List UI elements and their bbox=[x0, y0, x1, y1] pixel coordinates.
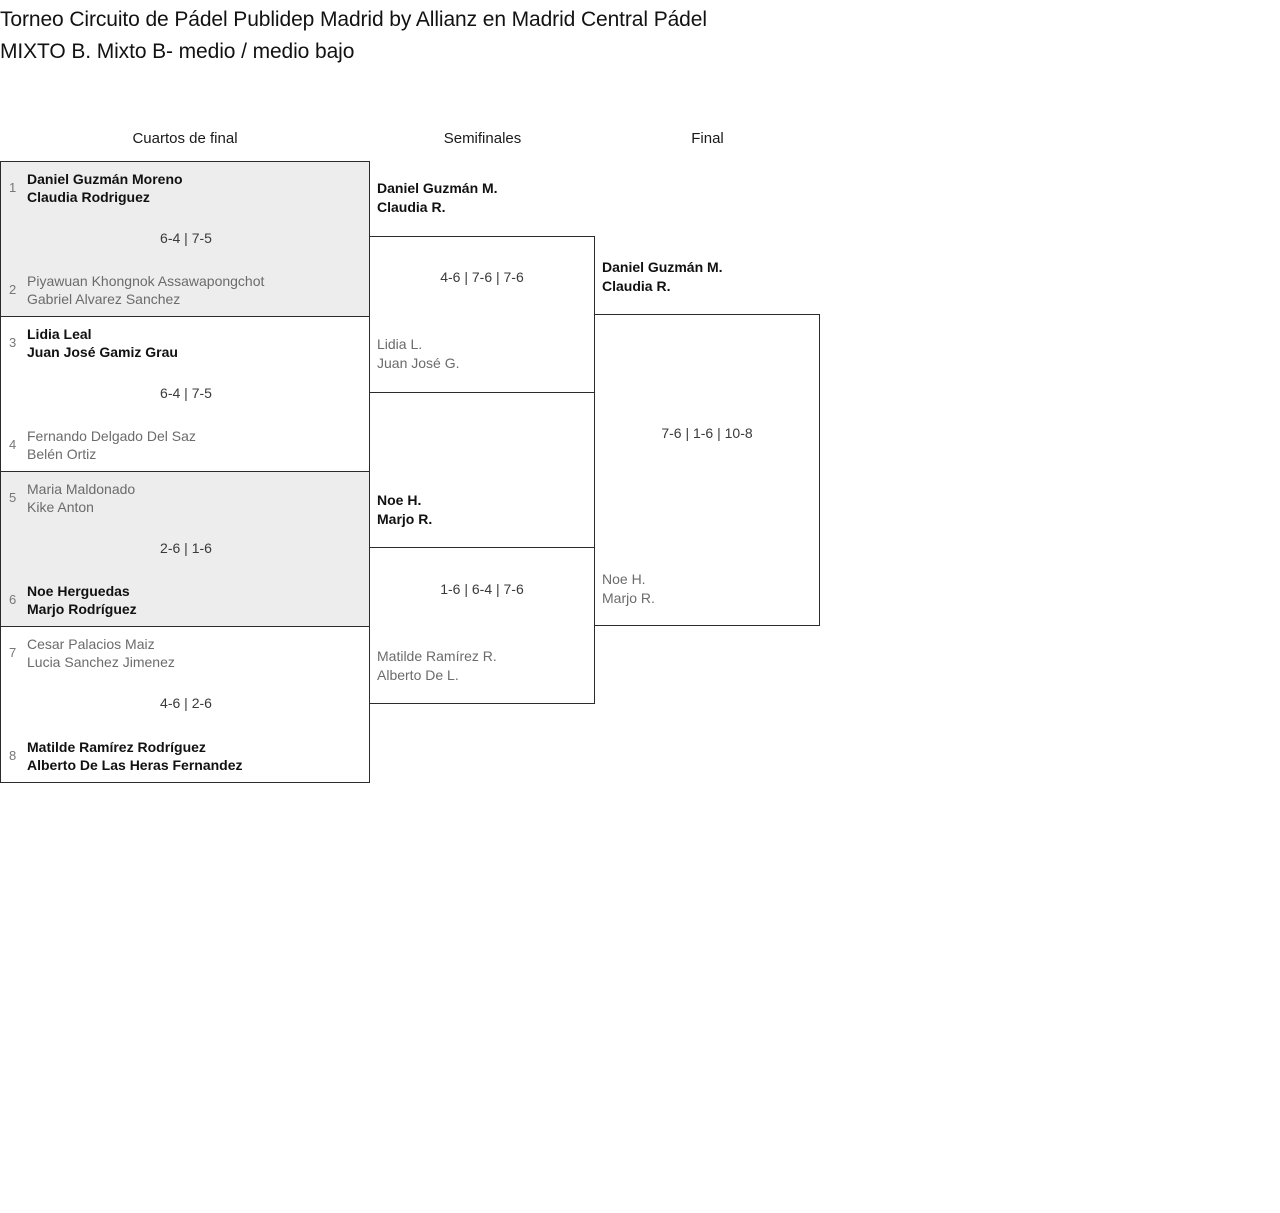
tournament-title: Torneo Circuito de Pádel Publidep Madrid… bbox=[0, 8, 707, 31]
final-team-bottom[interactable]: Noe H. Marjo R. bbox=[602, 570, 655, 608]
match-score: 4-6 | 2-6 bbox=[160, 695, 212, 711]
player-name-2: Marjo R. bbox=[602, 590, 655, 606]
quarterfinal-match-1[interactable]: 1 Daniel Guzmán Moreno Claudia Rodriguez… bbox=[0, 161, 370, 316]
player-name-2: Alberto De Las Heras Fernandez bbox=[27, 757, 243, 773]
player-name-2: Juan José Gamiz Grau bbox=[27, 344, 178, 360]
round-header-semifinales: Semifinales bbox=[443, 130, 522, 147]
quarterfinal-match-4[interactable]: 7 Cesar Palacios Maiz Lucia Sanchez Jime… bbox=[0, 626, 370, 783]
match-score: 6-4 | 7-5 bbox=[160, 230, 212, 246]
round-headers: Cuartos de final Semifinales Final bbox=[0, 126, 900, 152]
player-name-2: Juan José G. bbox=[377, 355, 460, 371]
semifinal-2-team-bottom[interactable]: Matilde Ramírez R. Alberto De L. bbox=[377, 647, 497, 685]
seed-number: 5 bbox=[9, 490, 17, 505]
player-name-2: Belén Ortiz bbox=[27, 446, 97, 462]
player-name-1: Lidia L. bbox=[377, 336, 423, 352]
player-name-1: Daniel Guzmán Moreno bbox=[27, 171, 183, 187]
player-name-2: Kike Anton bbox=[27, 499, 94, 515]
semifinal-2-team-top[interactable]: Noe H. Marjo R. bbox=[377, 491, 432, 529]
player-name-1: Daniel Guzmán M. bbox=[377, 180, 498, 196]
seed-number: 4 bbox=[9, 437, 17, 452]
player-name-2: Gabriel Alvarez Sanchez bbox=[27, 291, 181, 307]
team-names: Daniel Guzmán Moreno Claudia Rodriguez bbox=[27, 170, 183, 206]
player-name-1: Noe Herguedas bbox=[27, 583, 130, 599]
player-name-2: Claudia R. bbox=[377, 199, 446, 215]
seed-number: 7 bbox=[9, 645, 17, 660]
match-team-top[interactable]: 5 Maria Maldonado Kike Anton bbox=[1, 480, 135, 516]
match-team-bottom[interactable]: 8 Matilde Ramírez Rodríguez Alberto De L… bbox=[1, 738, 243, 774]
player-name-1: Cesar Palacios Maiz bbox=[27, 636, 155, 652]
team-names: Maria Maldonado Kike Anton bbox=[27, 480, 135, 516]
player-name-1: Noe H. bbox=[602, 571, 646, 587]
semifinal-match-1[interactable] bbox=[369, 236, 595, 393]
tournament-bracket: 1 Daniel Guzmán Moreno Claudia Rodriguez… bbox=[0, 161, 830, 791]
final-score: 7-6 | 1-6 | 10-8 bbox=[661, 425, 753, 441]
player-name-1: Noe H. bbox=[377, 492, 422, 508]
team-names: Matilde Ramírez Rodríguez Alberto De Las… bbox=[27, 738, 243, 774]
player-name-1: Piyawuan Khongnok Assawapongchot bbox=[27, 273, 265, 289]
semifinal-match-2[interactable] bbox=[369, 547, 595, 704]
player-name-2: Marjo Rodríguez bbox=[27, 601, 137, 617]
round-header-cuartos: Cuartos de final bbox=[132, 130, 238, 147]
match-team-bottom[interactable]: 2 Piyawuan Khongnok Assawapongchot Gabri… bbox=[1, 272, 264, 308]
team-names: Cesar Palacios Maiz Lucia Sanchez Jimene… bbox=[27, 635, 175, 671]
match-team-top[interactable]: 3 Lidia Leal Juan José Gamiz Grau bbox=[1, 325, 178, 361]
player-name-2: Claudia R. bbox=[602, 278, 671, 294]
round-header-final: Final bbox=[691, 130, 724, 147]
team-names: Piyawuan Khongnok Assawapongchot Gabriel… bbox=[27, 272, 264, 308]
player-name-1: Fernando Delgado Del Saz bbox=[27, 428, 196, 444]
seed-number: 6 bbox=[9, 592, 17, 607]
player-name-2: Marjo R. bbox=[377, 511, 433, 527]
semifinal-1-team-bottom[interactable]: Lidia L. Juan José G. bbox=[377, 335, 460, 373]
seed-number: 8 bbox=[9, 748, 17, 763]
page-title-block: Torneo Circuito de Pádel Publidep Madrid… bbox=[0, 4, 860, 68]
final-match[interactable] bbox=[594, 314, 820, 626]
match-team-bottom[interactable]: 6 Noe Herguedas Marjo Rodríguez bbox=[1, 582, 137, 618]
semifinal-1-team-top[interactable]: Daniel Guzmán M. Claudia R. bbox=[377, 179, 498, 217]
player-name-2: Lucia Sanchez Jimenez bbox=[27, 654, 175, 670]
player-name-2: Alberto De L. bbox=[377, 667, 459, 683]
seed-number: 3 bbox=[9, 335, 17, 350]
match-team-bottom[interactable]: 4 Fernando Delgado Del Saz Belén Ortiz bbox=[1, 427, 196, 463]
quarterfinal-match-2[interactable]: 3 Lidia Leal Juan José Gamiz Grau 6-4 | … bbox=[0, 316, 370, 471]
final-team-top[interactable]: Daniel Guzmán M. Claudia R. bbox=[602, 258, 723, 296]
team-names: Fernando Delgado Del Saz Belén Ortiz bbox=[27, 427, 196, 463]
match-team-top[interactable]: 7 Cesar Palacios Maiz Lucia Sanchez Jime… bbox=[1, 635, 175, 671]
match-score: 2-6 | 1-6 bbox=[160, 540, 212, 556]
team-names: Lidia Leal Juan José Gamiz Grau bbox=[27, 325, 178, 361]
player-name-1: Matilde Ramírez Rodríguez bbox=[27, 739, 206, 755]
semifinal-2-score: 1-6 | 6-4 | 7-6 bbox=[440, 581, 524, 597]
category-title: MIXTO B. Mixto B- medio / medio bajo bbox=[0, 40, 355, 63]
semifinal-1-score: 4-6 | 7-6 | 7-6 bbox=[440, 269, 524, 285]
bracket-connector-quarterfinals bbox=[369, 161, 370, 783]
quarterfinal-match-3[interactable]: 5 Maria Maldonado Kike Anton 2-6 | 1-6 6… bbox=[0, 471, 370, 626]
seed-number: 2 bbox=[9, 282, 17, 297]
player-name-1: Maria Maldonado bbox=[27, 481, 136, 497]
player-name-2: Claudia Rodriguez bbox=[27, 189, 150, 205]
match-team-top[interactable]: 1 Daniel Guzmán Moreno Claudia Rodriguez bbox=[1, 170, 183, 206]
player-name-1: Lidia Leal bbox=[27, 326, 92, 342]
seed-number: 1 bbox=[9, 180, 17, 195]
player-name-1: Matilde Ramírez R. bbox=[377, 648, 497, 664]
player-name-1: Daniel Guzmán M. bbox=[602, 259, 723, 275]
match-score: 6-4 | 7-5 bbox=[160, 385, 212, 401]
team-names: Noe Herguedas Marjo Rodríguez bbox=[27, 582, 137, 618]
